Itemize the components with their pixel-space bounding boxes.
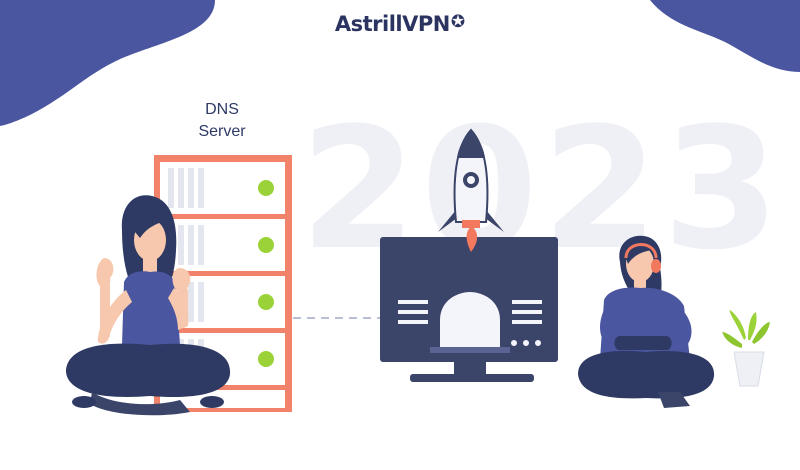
dns-label-line1: DNS <box>205 101 239 118</box>
star-icon: ✪ <box>450 12 466 32</box>
server-light-1 <box>256 178 276 198</box>
top-left-blob <box>0 0 215 126</box>
server-light-3 <box>256 292 276 312</box>
dns-server-label: DNS Server <box>184 99 260 143</box>
top-right-blob <box>650 0 800 72</box>
brand-logo: AstrillVPN✪ <box>0 12 800 36</box>
plant-icon <box>722 310 770 387</box>
brand-name: AstrillVPN <box>334 12 450 36</box>
monitor-icon <box>380 237 558 382</box>
rocket-icon <box>438 128 504 252</box>
dns-label-line2: Server <box>198 123 246 140</box>
server-light-4 <box>256 349 276 369</box>
gamer-figure <box>578 235 715 408</box>
game-controller-icon <box>614 336 672 350</box>
woman-figure <box>66 195 231 416</box>
server-light-2 <box>256 235 276 255</box>
